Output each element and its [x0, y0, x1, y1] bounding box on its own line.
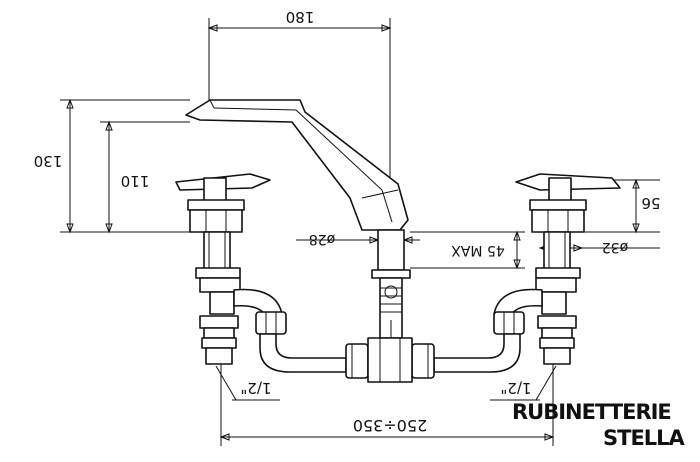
- left-valve: [175, 173, 283, 365]
- dimension-labels: 180 130 110 56 ø28 45 MAX ø32 1/2" 1/2" …: [34, 8, 661, 435]
- dim-spout-diameter: ø28: [309, 231, 335, 247]
- right-valve: [493, 173, 621, 365]
- dim-deck-thickness: 45 MAX: [451, 242, 505, 258]
- dim-spout-height: 110: [121, 172, 150, 190]
- dim-thread-left: 1/2": [240, 379, 271, 397]
- dim-handle-diameter: ø32: [602, 239, 628, 255]
- dim-handle-height: 56: [641, 194, 660, 212]
- connecting-hoses: [255, 311, 525, 383]
- dim-spread: 250÷350: [353, 416, 427, 435]
- dim-thread-right: 1/2": [500, 379, 531, 397]
- brand-name-line2: STELLA: [603, 426, 685, 450]
- dimension-lines: [60, 18, 660, 446]
- dim-total-height: 130: [34, 152, 63, 170]
- brand-name-line1: RUBINETTERIE: [512, 400, 672, 424]
- dim-spout-reach: 180: [286, 8, 315, 26]
- spout: [185, 99, 411, 339]
